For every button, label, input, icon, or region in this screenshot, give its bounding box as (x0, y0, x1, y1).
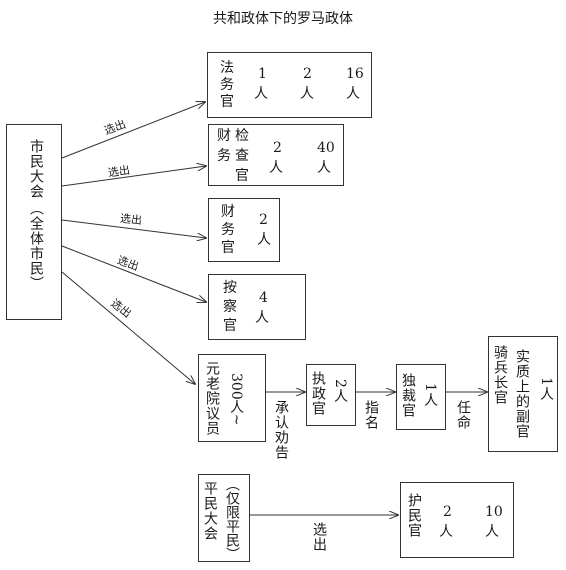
aedile-char-2: 察 (223, 299, 237, 315)
praetor-unit-3: 人 (346, 86, 360, 102)
tribune-count-1: 2 (443, 504, 452, 520)
consul-box: 执政官 2人 (306, 364, 356, 426)
tribune-count-2: 10 (485, 504, 503, 520)
quaestor-char-2: 务 (221, 222, 235, 238)
edge-assembly-censor (61, 166, 206, 187)
tribune-unit-2: 人 (485, 524, 499, 540)
dictator-box: 独裁官 1人 (396, 364, 446, 430)
aedile-box: 按 察 官 4 人 (208, 274, 306, 340)
master-name-b: 实质上的副官 (514, 349, 530, 439)
aedile-count: 4 (259, 290, 268, 306)
censor-unit-2: 人 (317, 160, 331, 176)
plebs-box: 平民大会 （仅限平民） (198, 474, 250, 562)
quaestor-char-3: 官 (221, 240, 235, 256)
assembly-box: 市民大会 （全体市民） (6, 124, 62, 320)
censor-char-1: 财 (217, 128, 231, 144)
praetor-box: 法 务 官 1 人 2 人 16 人 (207, 52, 372, 118)
senate-count: 300人~ (228, 373, 244, 426)
tribune-box: 护民官 2 人 10 人 (400, 482, 514, 558)
aedile-char-1: 按 (223, 280, 237, 296)
praetor-char-2: 务 (220, 77, 234, 93)
tribune-name: 护民官 (406, 493, 422, 538)
edge-assembly-quaestor (61, 219, 206, 238)
censor-count-1: 2 (273, 140, 282, 156)
plebs-name: 平民大会 (202, 481, 218, 541)
diagram-title: 共和政体下的罗马政体 (213, 11, 353, 27)
praetor-count-3: 16 (346, 66, 364, 82)
plebs-note: （仅限平民） (224, 477, 240, 561)
censor-count-2: 40 (317, 140, 335, 156)
consul-name: 执政官 (310, 371, 326, 416)
edge-assembly-aedile (61, 245, 206, 302)
senate-box: 元老院议员 300人~ (198, 354, 266, 442)
assembly-name: 市民大会 (28, 139, 44, 199)
censor-char-5: 官 (235, 168, 249, 184)
master-name-a: 骑兵长官 (492, 345, 508, 405)
praetor-count-1: 1 (258, 66, 267, 82)
edge-assembly-praetor (61, 102, 205, 159)
consul-count: 2人 (332, 379, 348, 404)
praetor-unit-1: 人 (254, 86, 268, 102)
quaestor-char-1: 财 (221, 204, 235, 220)
edge-label-dictator-master: 任命 (455, 400, 471, 430)
quaestor-unit: 人 (257, 232, 271, 248)
praetor-char-1: 法 (220, 60, 234, 76)
edge-label-senate-consul: 承认劝告 (273, 400, 289, 460)
edge-label-quaestor: 选出 (119, 211, 143, 228)
aedile-unit: 人 (255, 310, 269, 326)
master-box: 骑兵长官 实质上的副官 1人 (488, 336, 558, 452)
praetor-unit-2: 人 (300, 86, 314, 102)
senate-name: 元老院议员 (204, 361, 220, 436)
praetor-char-3: 官 (220, 94, 234, 110)
edge-label-consul-dictator: 指名 (363, 400, 379, 430)
edge-assembly-senate (61, 271, 195, 384)
master-count: 1人 (538, 377, 554, 402)
censor-char-2: 检 (235, 128, 249, 144)
edge-label-plebs-tribune: 选出 (311, 522, 327, 552)
quaestor-box: 财 务 官 2 人 (208, 198, 280, 262)
aedile-char-3: 官 (223, 318, 237, 334)
censor-char-4: 查 (235, 148, 249, 164)
censor-char-3: 务 (217, 148, 231, 164)
tribune-unit-1: 人 (439, 524, 453, 540)
censor-unit-1: 人 (269, 160, 283, 176)
dictator-count: 1人 (422, 383, 438, 408)
praetor-count-2: 2 (303, 66, 312, 82)
edge-label-censor: 选出 (107, 163, 131, 180)
censor-box: 财 检 务 查 官 2 人 40 人 (208, 124, 344, 186)
quaestor-count: 2 (259, 212, 268, 228)
dictator-name: 独裁官 (400, 373, 416, 418)
assembly-note: （全体市民） (28, 201, 44, 291)
